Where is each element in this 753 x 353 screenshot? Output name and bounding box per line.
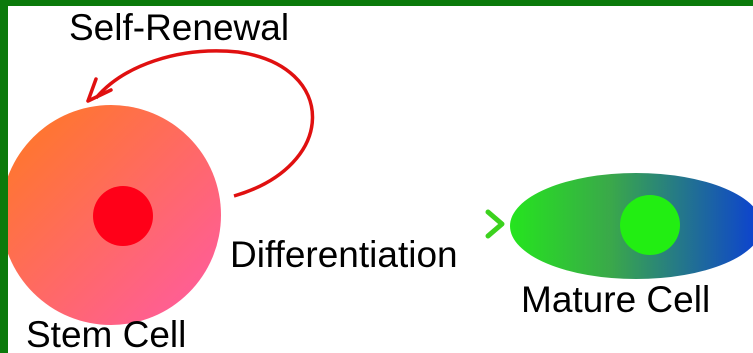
differentiation-label: Differentiation — [230, 234, 458, 275]
self-renewal-arrow — [94, 49, 315, 198]
stem-cell-diagram — [8, 49, 753, 325]
mature-cell-nucleus — [620, 195, 680, 255]
stem-cell-nucleus — [93, 186, 153, 246]
self-renewal-label: Self-Renewal — [69, 7, 290, 48]
differentiation-arrowhead — [485, 209, 505, 239]
self-renewal-arrowhead — [86, 77, 113, 103]
mature-cell-label: Mature Cell — [521, 279, 711, 320]
stem-cell-label: Stem Cell — [26, 314, 187, 353]
